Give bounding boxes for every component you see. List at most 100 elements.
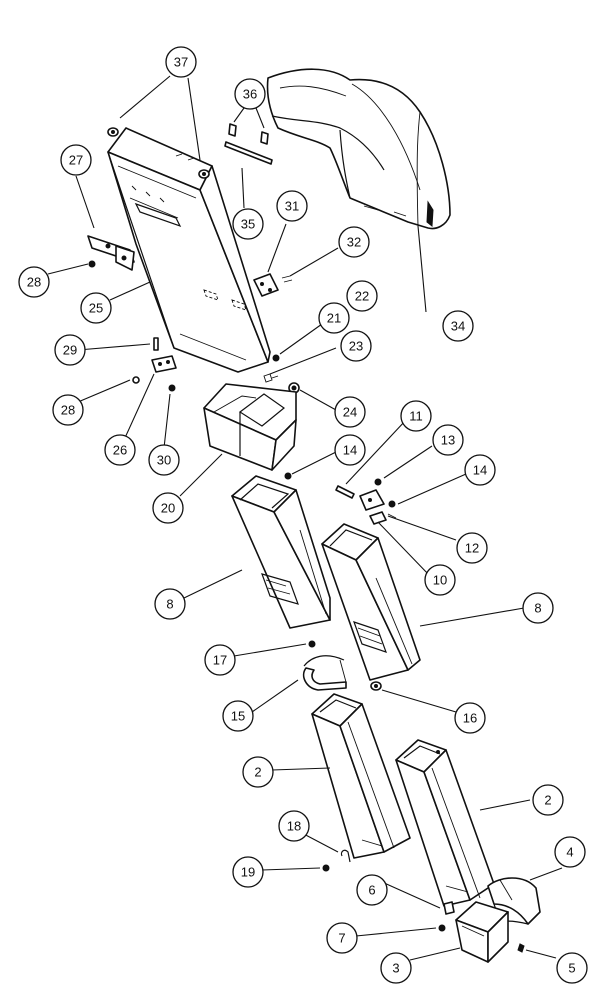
callout-label: 14 [473,463,487,478]
callout-label: 19 [241,865,255,880]
callout-label: 2 [544,793,551,808]
callout-2-right: 2 [532,784,564,816]
callout-label: 24 [343,405,357,420]
callout-label: 22 [355,289,369,304]
callout-label: 10 [433,573,447,588]
callout-label: 7 [338,931,345,946]
callout-3: 3 [380,952,412,984]
callout-5: 5 [556,952,588,984]
callout-7: 7 [326,922,358,954]
part-top-bolts [107,127,210,179]
callout-label: 5 [568,961,575,976]
callout-22: 22 [346,280,378,312]
callout-label: 28 [27,275,41,290]
callout-8-left: 8 [154,588,186,620]
callout-label: 16 [463,711,477,726]
callout-label: 36 [243,87,257,102]
callout-20: 20 [152,492,184,524]
callout-14-right: 14 [464,454,496,486]
callout-label: 20 [161,501,175,516]
callout-label: 31 [285,199,299,214]
part-curved-chute [487,877,541,925]
part-nut-upper-left [88,260,96,268]
callout-label: 11 [409,409,423,424]
callout-label: 21 [327,311,341,326]
callout-18: 18 [278,810,310,842]
part-bottom-fasteners [438,901,525,953]
callout-label: 27 [69,153,83,168]
part-bottom-box [455,901,509,963]
callout-23: 23 [340,330,372,362]
callout-8-right: 8 [522,592,554,624]
part-fasteners-mid [263,354,300,394]
callout-label: 12 [465,541,479,556]
callout-19: 19 [232,856,264,888]
callout-label: 3 [392,961,399,976]
callout-label: 32 [347,235,361,250]
part-lower-channel-left [311,693,411,859]
callout-label: 35 [241,217,255,232]
callout-12: 12 [456,532,488,564]
callout-37: 37 [165,46,197,78]
callout-11: 11 [400,400,432,432]
callout-35: 35 [232,208,264,240]
callout-21: 21 [318,302,350,334]
part-right-hardware [335,478,397,525]
callout-17: 17 [204,644,236,676]
part-channel-right [321,523,421,681]
callout-27: 27 [60,144,92,176]
callout-25: 25 [80,292,112,324]
callout-34: 34 [442,310,474,342]
callout-29: 29 [54,334,86,366]
part-double-hopper [203,383,297,471]
callout-31: 31 [276,190,308,222]
callout-24: 24 [334,396,366,428]
part-channel-left [231,475,331,629]
callout-label: 8 [534,601,541,616]
callout-label: 2 [254,765,261,780]
callout-32: 32 [338,226,370,258]
part-left-bracket [87,235,135,271]
part-small-bracket [132,337,177,392]
part-right-plate [253,273,293,297]
callout-label: 25 [89,301,103,316]
callout-label: 34 [451,319,465,334]
callout-label: 17 [213,653,227,668]
callout-10: 10 [424,564,456,596]
callout-2-left: 2 [242,756,274,788]
part-u-handle [302,640,382,691]
callout-label: 8 [166,597,173,612]
callout-label: 23 [349,339,363,354]
callout-14-left: 14 [334,434,366,466]
callout-28-lower: 28 [52,394,84,426]
part-lower-channel-right [395,739,495,907]
callout-label: 15 [231,709,245,724]
part-small-washers [322,849,351,872]
part-rod [224,141,273,165]
callout-13: 13 [432,424,464,456]
callout-label: 4 [566,845,573,860]
callout-6: 6 [356,874,388,906]
callout-label: 14 [343,443,357,458]
callout-label: 13 [441,433,455,448]
leader-lines [47,75,563,961]
callout-label: 37 [174,55,188,70]
callout-label: 26 [113,443,127,458]
callout-label: 18 [287,819,301,834]
callout-15: 15 [222,700,254,732]
part-pins [228,123,269,145]
callout-26: 26 [104,434,136,466]
part-upper-housing [107,127,271,373]
callout-label: 30 [157,453,171,468]
callout-label: 28 [61,403,75,418]
callout-30: 30 [148,444,180,476]
part-hood-cover [266,68,451,230]
callout-16: 16 [454,702,486,734]
callout-36: 36 [234,78,266,110]
part-nut-14-left [284,472,292,480]
callout-28-upper: 28 [18,266,50,298]
callout-label: 29 [63,343,77,358]
callout-4: 4 [554,836,586,868]
callout-label: 6 [368,883,375,898]
